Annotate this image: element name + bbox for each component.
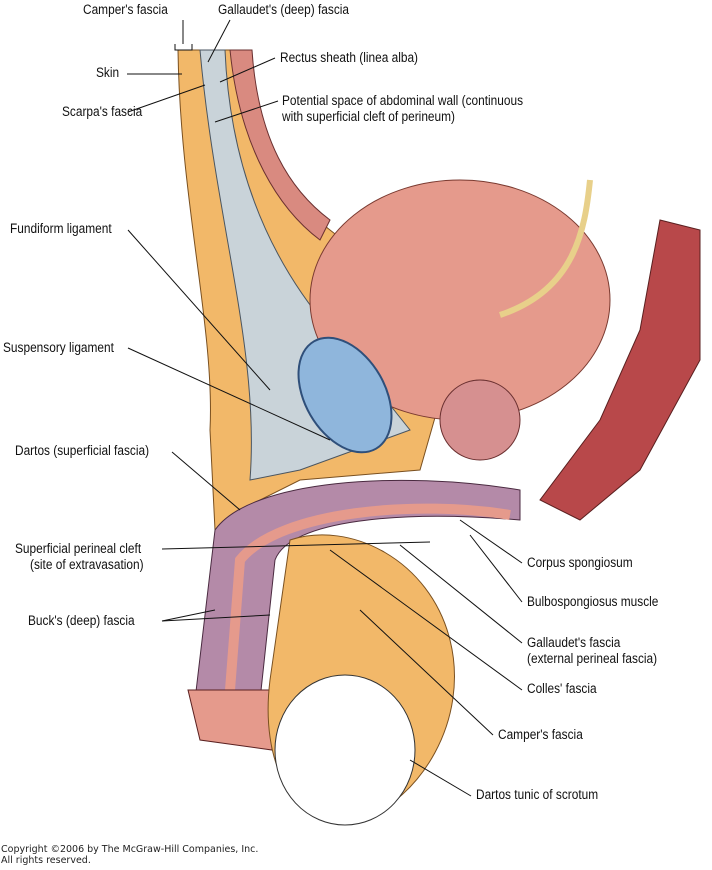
label-potential-space-line1: Potential space of abdominal wall (conti… [282, 93, 524, 108]
rectus-muscle [229, 49, 331, 241]
label-bulbospongiosus: Bulbospongiosus muscle [527, 594, 659, 609]
ureter [499, 179, 593, 318]
label-rectus-sheath: Rectus sheath (linea alba) [280, 50, 419, 65]
label-gallaudets-fascia-line1: Gallaudet's fascia [527, 635, 621, 650]
glans [187, 689, 273, 751]
label-corpus-spongiosum: Corpus spongiosum [527, 555, 633, 570]
label-campers-fascia-bottom: Camper's fascia [498, 727, 583, 742]
corpus-spongiosum [225, 503, 511, 691]
label-dartos-tunic: Dartos tunic of scrotum [476, 787, 599, 802]
pubic-symphysis [297, 336, 393, 454]
label-skin: Skin [96, 65, 120, 80]
rectum [539, 219, 701, 521]
label-potential-space-line2: with superficial cleft of perineum) [282, 109, 456, 124]
copyright-line1: Copyright ©2006 by The McGraw-Hill Compa… [1, 844, 259, 855]
label-campers-fascia-top: Camper's fascia [83, 2, 168, 17]
label-scarpas-fascia: Scarpa's fascia [62, 104, 143, 119]
label-superficial-perineal-cleft-line2: (site of extravasation) [30, 557, 144, 572]
copyright-line2: All rights reserved. [1, 855, 91, 866]
leader-lines [127, 19, 523, 797]
label-superficial-perineal-cleft-line1: Superficial perineal cleft [15, 541, 142, 556]
label-colles-fascia: Colles' fascia [527, 681, 597, 696]
label-gallaudets-deep-fascia: Gallaudet's (deep) fascia [218, 2, 350, 17]
copyright-notice: Copyright ©2006 by The McGraw-Hill Compa… [1, 844, 258, 866]
label-bucks-fascia: Buck's (deep) fascia [28, 613, 135, 628]
prostate [439, 379, 521, 461]
label-fundiform-ligament: Fundiform ligament [10, 221, 112, 236]
label-gallaudets-fascia-line2: (external perineal fascia) [527, 651, 658, 666]
label-dartos: Dartos (superficial fascia) [15, 443, 150, 458]
testis [274, 674, 416, 826]
label-suspensory-ligament: Suspensory ligament [3, 340, 114, 355]
